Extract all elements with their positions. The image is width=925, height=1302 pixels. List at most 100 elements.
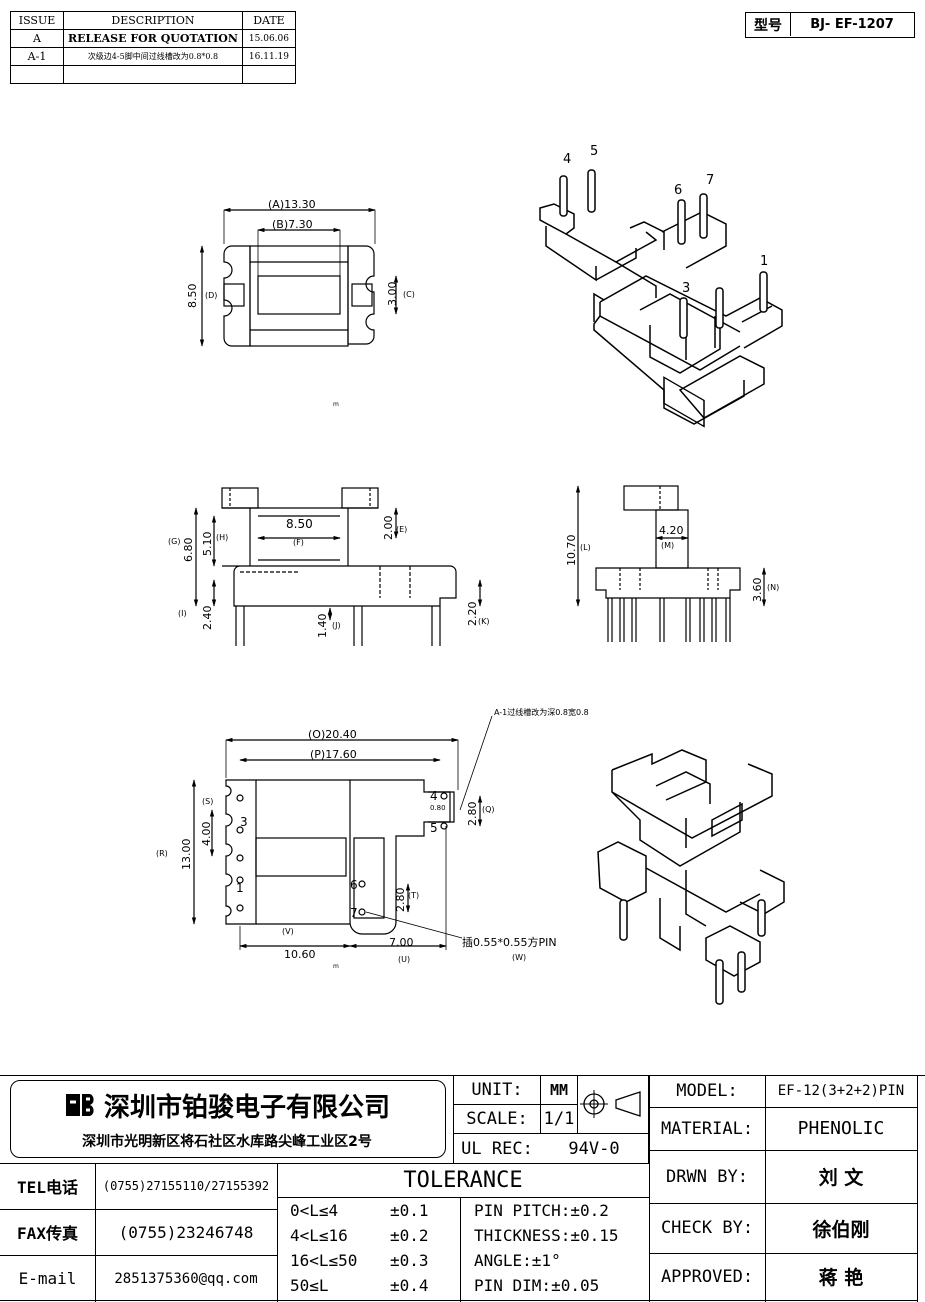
- iso-pin-label: 1: [760, 254, 768, 269]
- spec-box: UNIT: MM SCALE: 1/1 UL REC: 94V-0: [453, 1075, 649, 1163]
- label-u: (U): [398, 955, 410, 964]
- bottom-pin-label: 3: [240, 815, 248, 829]
- tolerance-range-row: 16<L≤50±0.3: [290, 1251, 429, 1270]
- drawn-label: DRWN BY:: [666, 1166, 748, 1187]
- label-v: (V): [282, 927, 294, 936]
- ul-label: UL REC:: [454, 1133, 540, 1163]
- email-value: 2851375360@qq.com: [114, 1270, 258, 1287]
- fax-label: FAX传真: [17, 1224, 78, 1243]
- dim-b: (B)7.30: [272, 218, 313, 231]
- drawing-sheet: (A)13.30 (B)7.30 8.50 (D) 3.00 (C) m 4 5…: [156, 144, 785, 1005]
- model-value: EF-12(3+2+2)PIN: [777, 1083, 905, 1099]
- dim-l: 10.70: [565, 535, 578, 567]
- label-n: (N): [767, 583, 779, 592]
- bottom-view: [191, 715, 493, 950]
- label-l: (L): [580, 543, 591, 552]
- iso-pin-label: 5: [590, 144, 598, 159]
- dim-c: 3.00: [386, 282, 399, 307]
- tolerance-other-list: PIN PITCH:±0.2 THICKNESS:±0.15 ANGLE:±1°…: [474, 1198, 649, 1298]
- label-e: (E): [396, 525, 407, 534]
- tel-label: TEL电话: [17, 1178, 78, 1197]
- model-header-value: BJ- EF-1207: [810, 17, 894, 32]
- fax-value: (0755)23246748: [118, 1222, 254, 1242]
- iso-pin-label: 3: [682, 281, 690, 296]
- drawn-value: 刘 文: [818, 1167, 864, 1189]
- revision-table: ISSUE DESCRIPTION DATE A RELEASE FOR QUO…: [10, 11, 296, 84]
- title-block-top-border: [0, 1075, 925, 1076]
- front-view: [193, 487, 483, 646]
- model-header-box: 型号 BJ- EF-1207: [745, 12, 915, 38]
- label-f: (F): [293, 538, 304, 547]
- unit-label: UNIT:: [471, 1079, 523, 1100]
- dim-f: 8.50: [286, 517, 313, 531]
- dim-m: 4.20: [659, 524, 684, 537]
- label-w: (W): [512, 953, 526, 962]
- ul-value: 94V-0: [540, 1133, 648, 1163]
- company-name-row: 深圳市铂骏电子有限公司: [11, 1085, 443, 1125]
- bottom-pin-label: 1: [236, 881, 244, 895]
- iso-view-top-pins: [559, 169, 768, 339]
- dim-slot: 0.80: [430, 804, 446, 812]
- dim-s: 4.00: [200, 822, 213, 847]
- dim-i: 2.40: [201, 606, 214, 631]
- tolerance-other: THICKNESS:±0.15: [474, 1226, 619, 1245]
- check-value: 徐伯刚: [812, 1218, 870, 1241]
- email-label: E-mail: [18, 1269, 77, 1288]
- approved-value: 蒋 艳: [818, 1267, 864, 1289]
- unit-value: MM: [540, 1075, 578, 1104]
- iso-view-top: [539, 203, 783, 428]
- company-box: 深圳市铂骏电子有限公司 深圳市光明新区将石社区水库路尖峰工业区2号: [10, 1080, 446, 1158]
- label-r: (R): [156, 849, 168, 858]
- dim-q: 2.80: [466, 802, 479, 827]
- material-label: MATERIAL:: [660, 1118, 754, 1139]
- scale-label: SCALE:: [454, 1104, 540, 1133]
- tolerance-range-row: 50≤L±0.4: [290, 1276, 429, 1295]
- tolerance-range-row: 0<L≤4±0.1: [290, 1201, 429, 1220]
- dim-o: (O)20.40: [308, 728, 357, 741]
- check-label: CHECK BY:: [660, 1218, 754, 1238]
- tel-value: (0755)27155110/27155392: [102, 1179, 270, 1193]
- tolerance-range-list: 0<L≤4±0.1 4<L≤16±0.2 16<L≤50±0.3 50≤L±0.…: [290, 1198, 460, 1298]
- material-value: PHENOLIC: [797, 1118, 885, 1139]
- dim-top-height: 8.50: [186, 284, 199, 309]
- bottom-pin-label: 5: [430, 821, 438, 835]
- label-c: (C): [403, 290, 415, 299]
- dim-u: 7.00: [389, 936, 414, 949]
- tolerance-other: ANGLE:±1°: [474, 1251, 561, 1270]
- dim-t: 2.80: [394, 888, 407, 913]
- tolerance-range-row: 4<L≤16±0.2: [290, 1226, 429, 1245]
- pin-note: 插0.55*0.55方PIN: [462, 935, 557, 949]
- model-header-label: 型号: [746, 13, 791, 36]
- label-i: (I): [178, 609, 187, 618]
- scale-value: 1/1: [540, 1104, 578, 1133]
- dim-p: (P)17.60: [310, 748, 357, 761]
- tolerance-other: PIN PITCH:±0.2: [474, 1201, 609, 1220]
- bottom-pin-label: 4: [430, 789, 438, 803]
- bottom-pin-label: 6: [350, 878, 358, 892]
- dim-h: 5.10: [201, 532, 214, 557]
- revision-note: A-1过线槽改为深0.8宽0.8: [494, 707, 589, 717]
- dim-v: 10.60: [284, 948, 316, 961]
- label-j: (J): [332, 621, 341, 630]
- mark: m: [333, 401, 339, 408]
- dim-a: (A)13.30: [268, 198, 316, 211]
- tolerance-title: TOLERANCE: [403, 1167, 523, 1193]
- side-view: [575, 485, 767, 642]
- iso-pin-label: 7: [706, 173, 714, 188]
- label-h: (H): [216, 533, 228, 542]
- tolerance-other: PIN DIM:±0.05: [474, 1276, 600, 1295]
- rev-date: 16.11.19: [241, 47, 296, 66]
- label-t: (T): [408, 891, 419, 900]
- dim-j: 1.40: [316, 614, 329, 639]
- label-m: (M): [661, 541, 674, 550]
- projection-symbol-icon: [578, 1075, 648, 1133]
- iso-view-bottom-pins: [619, 899, 766, 1005]
- company-logo-icon: [64, 1090, 98, 1120]
- label-q: (Q): [482, 805, 495, 814]
- iso-pin-label: 6: [674, 183, 682, 198]
- mark: m: [333, 963, 339, 970]
- dim-e: 2.00: [382, 516, 395, 541]
- dim-r: 13.00: [180, 839, 193, 871]
- bottom-pin-label: 7: [350, 906, 358, 920]
- label-s: (S): [202, 797, 213, 806]
